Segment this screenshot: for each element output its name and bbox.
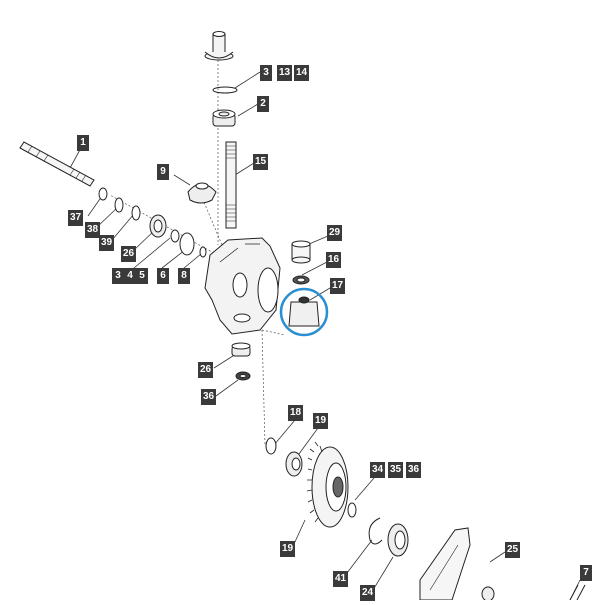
input-shaft-part — [19, 141, 95, 187]
ring-part-17 — [265, 437, 277, 455]
part-label: 9 — [157, 164, 169, 180]
output-stub-part — [481, 586, 495, 602]
part-label: 6 — [157, 268, 169, 284]
part-label: 39 — [99, 235, 115, 251]
circlip-part-41 — [368, 517, 383, 545]
seal-part-15 — [292, 275, 310, 285]
part-label: 8 — [178, 268, 190, 284]
part-label: 18 — [288, 405, 304, 421]
shaft-rings — [98, 187, 207, 258]
part-label: 3 — [260, 65, 272, 81]
part-label: 35 — [388, 462, 404, 478]
part-label: 36 — [201, 389, 217, 405]
part-label: 37 — [68, 210, 84, 226]
part-label: 17 — [330, 278, 346, 294]
o-ring-part — [212, 86, 238, 94]
part-label: 38 — [85, 222, 101, 238]
cap-part-29 — [291, 240, 311, 264]
part-label: 3 — [112, 268, 124, 284]
bearing-part-26-lower — [231, 342, 251, 357]
leader-lines — [109, 60, 286, 446]
part-label: 13 — [277, 65, 293, 81]
cover-part-25 — [419, 527, 471, 601]
part-label: 7 — [580, 565, 592, 581]
part-label: 14 — [294, 65, 310, 81]
part-label: 34 — [370, 462, 386, 478]
part-label: 19 — [313, 413, 329, 429]
part-label: 36 — [406, 462, 422, 478]
part-label: 29 — [327, 225, 343, 241]
part-label: 19 — [280, 541, 296, 557]
seal-part-37 — [235, 371, 251, 381]
top-flange-part — [204, 31, 234, 61]
crown-gear-part-19 — [306, 441, 349, 528]
part-label: 2 — [257, 96, 269, 112]
ring-part-34 — [347, 502, 357, 518]
bearing-part-24 — [387, 523, 409, 557]
bevel-gear-part-9 — [187, 182, 217, 204]
bearing-part-2 — [212, 109, 236, 127]
part-label: 26 — [198, 362, 214, 378]
part-label: 15 — [253, 154, 269, 170]
part-label: 4 — [124, 268, 136, 284]
part-label: 16 — [326, 252, 342, 268]
part-label: 25 — [505, 542, 521, 558]
part-label: 24 — [360, 585, 376, 601]
part-label: 1 — [77, 135, 89, 151]
bearing-part-16-highlighted — [279, 287, 329, 337]
part-label: 5 — [136, 268, 148, 284]
edge-shaft-part-7 — [569, 584, 586, 601]
part-label: 41 — [333, 571, 349, 587]
part-label: 26 — [121, 246, 137, 262]
bearing-part-18 — [285, 451, 303, 477]
gearbox-housing — [204, 237, 281, 335]
vertical-shaft-part — [225, 141, 237, 229]
